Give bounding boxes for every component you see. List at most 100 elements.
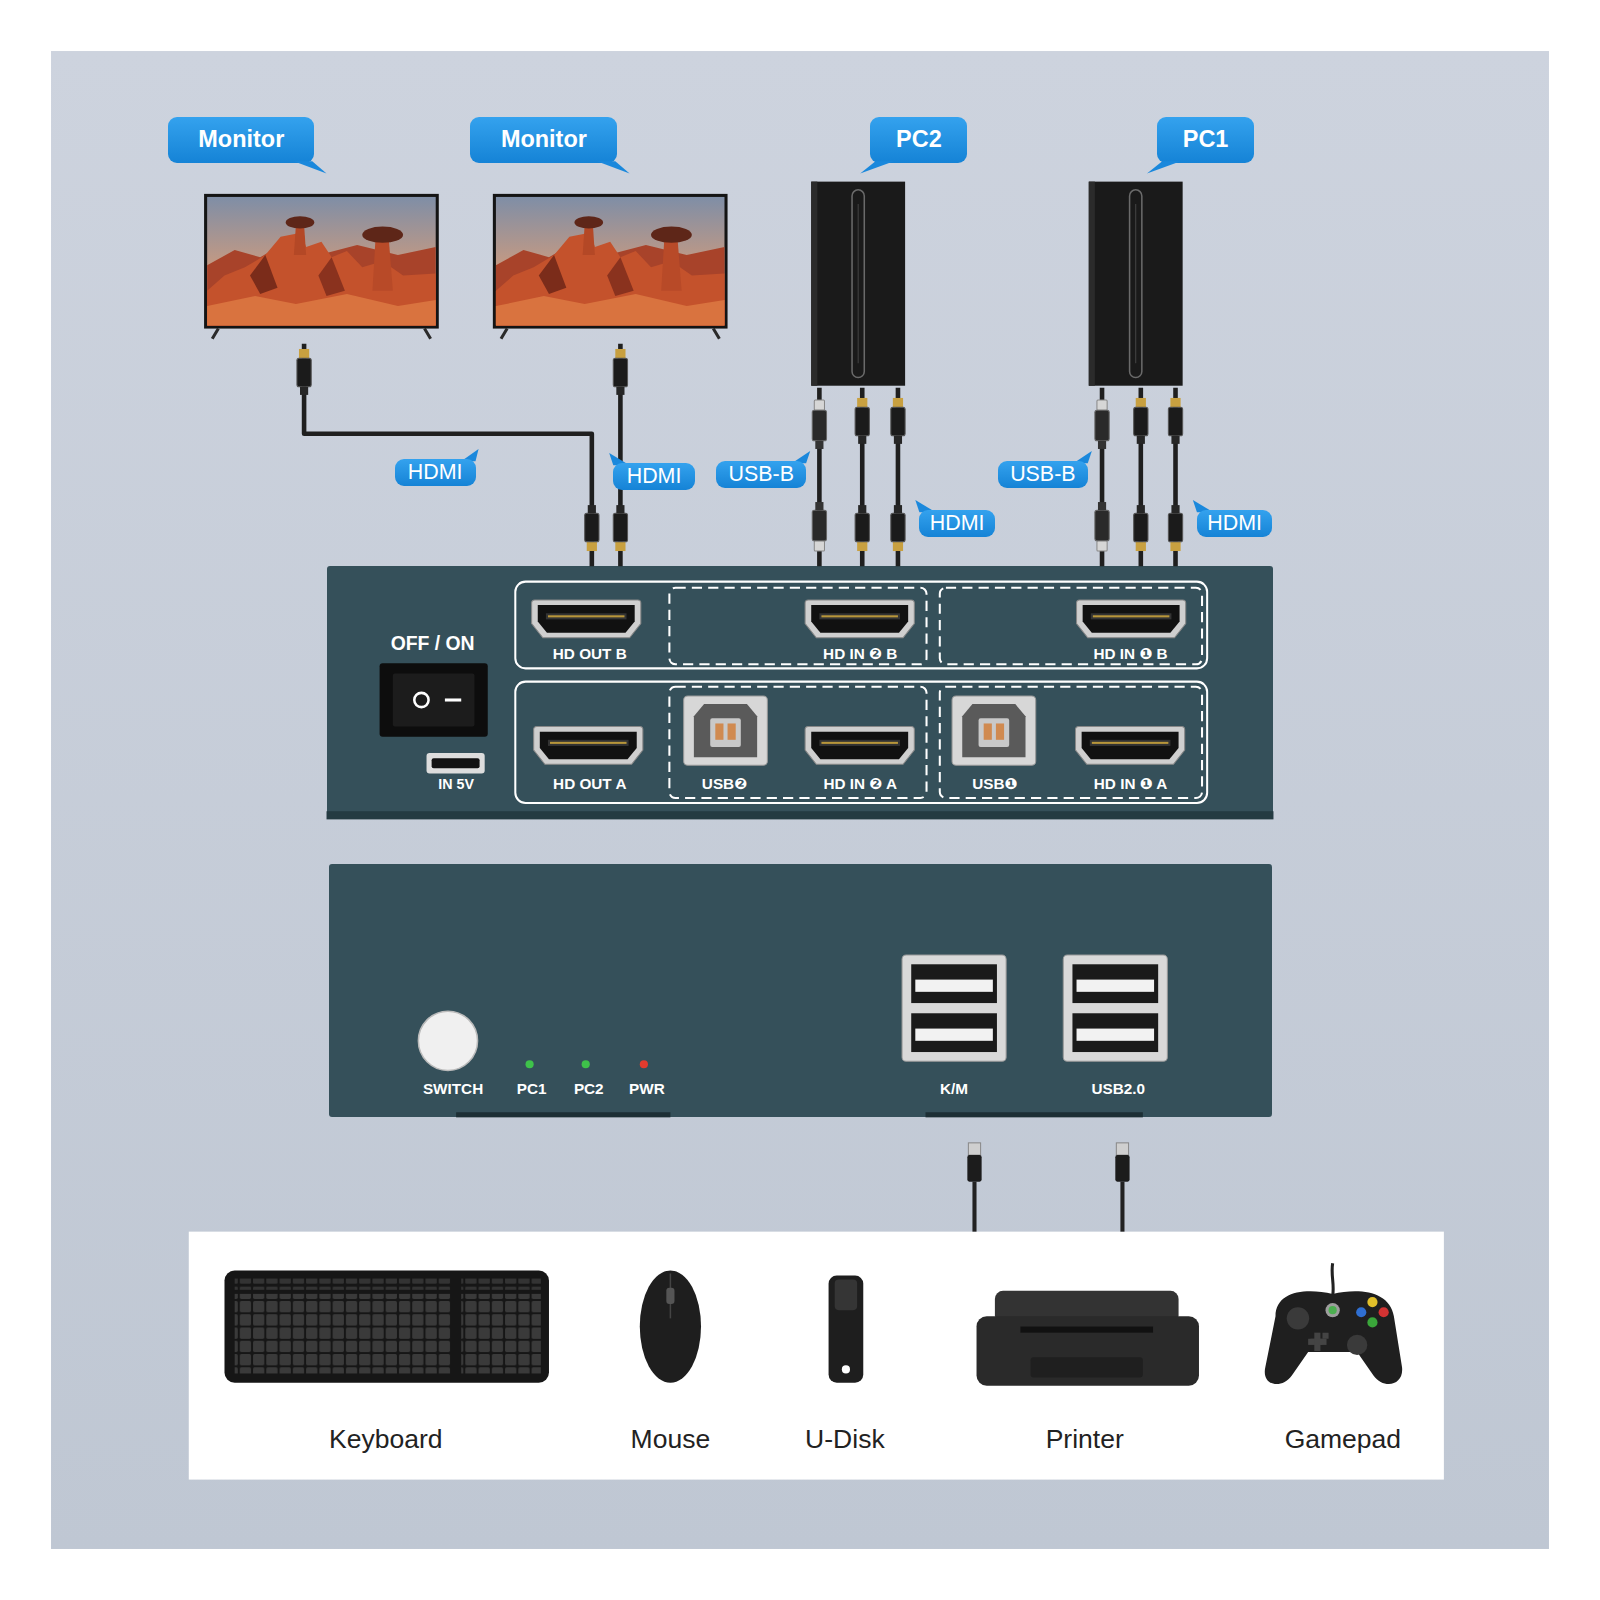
pc-tower xyxy=(1089,182,1183,386)
gamepad-illustration xyxy=(1265,1291,1402,1384)
port-group-outline xyxy=(669,588,926,665)
peripheral-item: Keyboard xyxy=(217,1257,554,1461)
gamepad-illustration xyxy=(1367,1297,1377,1307)
hdmi-plug xyxy=(891,505,905,551)
monitor-illustration xyxy=(493,194,728,339)
peripheral-label: Keyboard xyxy=(217,1424,554,1455)
port-box: HD IN ❷ A xyxy=(793,714,928,794)
device-tag-group: PC2 xyxy=(811,117,969,387)
panel-label: PWR xyxy=(621,1080,672,1098)
mouse-illustration xyxy=(640,1270,701,1382)
panel-label: SWITCH xyxy=(412,1080,494,1098)
port-label: K/M xyxy=(898,1080,1010,1098)
gamepad-illustration xyxy=(1379,1307,1389,1317)
usb-b-port xyxy=(684,696,768,765)
port-box: USB❷ xyxy=(678,690,772,794)
tag-tail xyxy=(1147,161,1181,173)
usb-disk-illustration xyxy=(829,1276,864,1383)
gamepad-illustration xyxy=(1326,1303,1340,1317)
led xyxy=(640,1060,648,1068)
peripheral-item: Mouse xyxy=(609,1257,731,1461)
usb-b-plug xyxy=(812,400,826,449)
port-label: USB2.0 xyxy=(1061,1080,1175,1098)
gamepad-illustration xyxy=(1356,1307,1366,1317)
printer-illustration xyxy=(977,1316,1199,1385)
device-tag-group: PC1 xyxy=(1089,117,1257,387)
tag-tail xyxy=(294,161,327,173)
keyboard-illustration xyxy=(224,1270,548,1382)
gamepad-illustration xyxy=(1332,1263,1333,1296)
port-label: HD OUT A xyxy=(522,775,657,793)
power-switch xyxy=(380,663,488,736)
kvm-panel: SWITCHPC1PC2PWRK/MUSB2.0 xyxy=(329,864,1273,1117)
gamepad-illustration xyxy=(1308,1339,1326,1345)
device-tag-group: Monitor xyxy=(168,117,441,344)
hdmi-plug xyxy=(1168,505,1182,551)
port-label: HD IN ❶ B xyxy=(1063,645,1198,663)
gamepad-illustration xyxy=(1347,1335,1367,1355)
usb-b-plug xyxy=(1095,400,1109,449)
mouse-illustration xyxy=(640,1270,701,1382)
device-tag: PC1 xyxy=(1157,117,1254,163)
usb-disk-illustration xyxy=(829,1276,864,1383)
keyboard-illustration xyxy=(235,1294,451,1374)
port-row-outline xyxy=(515,582,1207,669)
panel-label: OFF / ON xyxy=(371,632,493,654)
hdmi-port xyxy=(805,727,914,765)
led xyxy=(582,1060,590,1068)
micro-usb-port xyxy=(432,758,480,768)
port-box: HD OUT A xyxy=(522,714,657,794)
peripheral-label: U-Disk xyxy=(784,1424,906,1455)
cable-label: HDMI xyxy=(1197,510,1273,537)
gamepad-illustration xyxy=(1287,1307,1309,1329)
switch-button xyxy=(418,1011,477,1070)
usb-a-plug xyxy=(967,1143,981,1182)
peripheral-label: Gamepad xyxy=(1251,1424,1435,1455)
cable-label: HDMI xyxy=(919,510,995,537)
printer-illustration xyxy=(995,1291,1179,1324)
hdmi-plug xyxy=(613,349,627,395)
printer-illustration xyxy=(1020,1327,1153,1333)
pc-tower xyxy=(811,182,905,386)
usb-a-port xyxy=(1063,955,1167,1061)
gamepad-illustration xyxy=(1329,1306,1337,1314)
printer-illustration xyxy=(1031,1357,1143,1377)
hdmi-plug xyxy=(297,349,311,395)
power-switch xyxy=(445,698,461,701)
port-box: HD IN ❶ A xyxy=(1063,714,1198,794)
power-switch xyxy=(414,693,428,707)
cable-connector xyxy=(896,388,901,567)
tag-tail xyxy=(860,161,894,173)
cable-connector xyxy=(304,344,592,566)
power-switch xyxy=(393,673,475,726)
hdmi-plug xyxy=(1134,505,1148,551)
usb-b-port xyxy=(952,696,1036,765)
cable-label: USB-B xyxy=(998,461,1088,488)
usb-b-plug xyxy=(812,502,826,551)
peripheral-item: Gamepad xyxy=(1251,1257,1435,1461)
port-box: HD IN ❶ B xyxy=(1063,594,1198,663)
peripheral-label: Printer xyxy=(967,1424,1202,1455)
usb-disk-illustration xyxy=(842,1365,850,1373)
usb-cable xyxy=(972,1182,976,1232)
device-tag: PC2 xyxy=(870,117,967,163)
led xyxy=(526,1060,534,1068)
panel-background xyxy=(51,51,1549,1549)
gamepad-illustration xyxy=(1265,1263,1402,1384)
port-label: HD IN ❷ B xyxy=(793,645,928,663)
mouse-illustration xyxy=(670,1273,672,1318)
hdmi-plug xyxy=(855,398,869,444)
usb-disk-illustration xyxy=(835,1280,857,1311)
tag-tail xyxy=(294,161,1213,512)
hdmi-plug xyxy=(891,398,905,444)
panel-foot xyxy=(456,1112,670,1117)
usb-a-port xyxy=(902,955,1006,1061)
peripheral-item: Printer xyxy=(967,1257,1202,1461)
usb-cable xyxy=(1120,1182,1124,1232)
port-box: HD IN ❷ B xyxy=(793,594,928,663)
